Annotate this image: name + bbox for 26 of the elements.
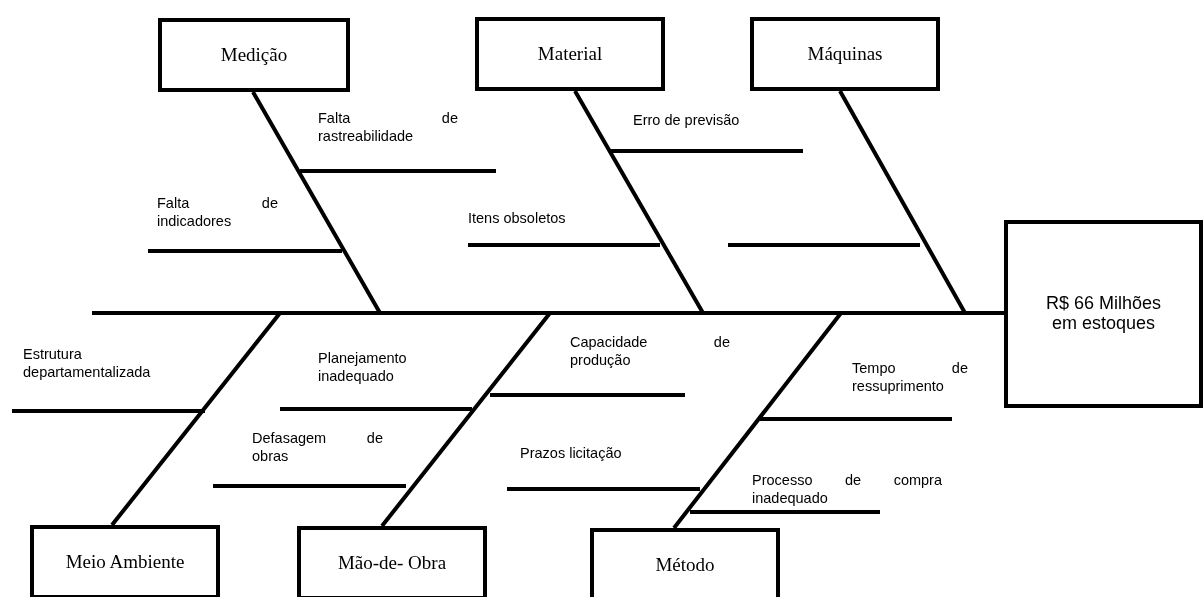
cause-label: Capacidade de produção	[570, 334, 730, 370]
category-box	[750, 17, 940, 91]
bone-line	[672, 311, 1004, 530]
node-label: Mão-de- Obra	[337, 552, 447, 574]
category-box	[590, 528, 780, 597]
cause-label: Falta de rastreabilidade	[318, 110, 458, 146]
cause-label: Erro de previsão	[633, 112, 741, 130]
node-label: Medição	[220, 44, 288, 66]
cause-label: Planejamento inadequado	[318, 350, 408, 386]
category-box	[297, 526, 487, 597]
category-box	[475, 17, 665, 91]
cause-label: Processo de compra inadequado	[752, 472, 942, 508]
cause-label: Prazos licitação	[520, 445, 623, 463]
cause-label: Estrutura departamentalizada	[23, 346, 152, 382]
node-label: Máquinas	[807, 43, 883, 65]
cause-label: Tempo de ressuprimento	[852, 360, 968, 396]
cause-label: Itens obsoletos	[468, 210, 567, 228]
effect-box	[1004, 220, 1203, 408]
category-box	[158, 18, 350, 92]
category-box	[30, 525, 220, 597]
node-label: Material	[537, 43, 603, 65]
node-label: R$ 66 Milhões em estoques	[1044, 294, 1163, 334]
node-label: Método	[655, 554, 715, 576]
cause-label: Falta de indicadores	[157, 195, 278, 231]
node-label: Meio Ambiente	[65, 551, 185, 573]
cause-label: Defasagem de obras	[252, 430, 383, 466]
